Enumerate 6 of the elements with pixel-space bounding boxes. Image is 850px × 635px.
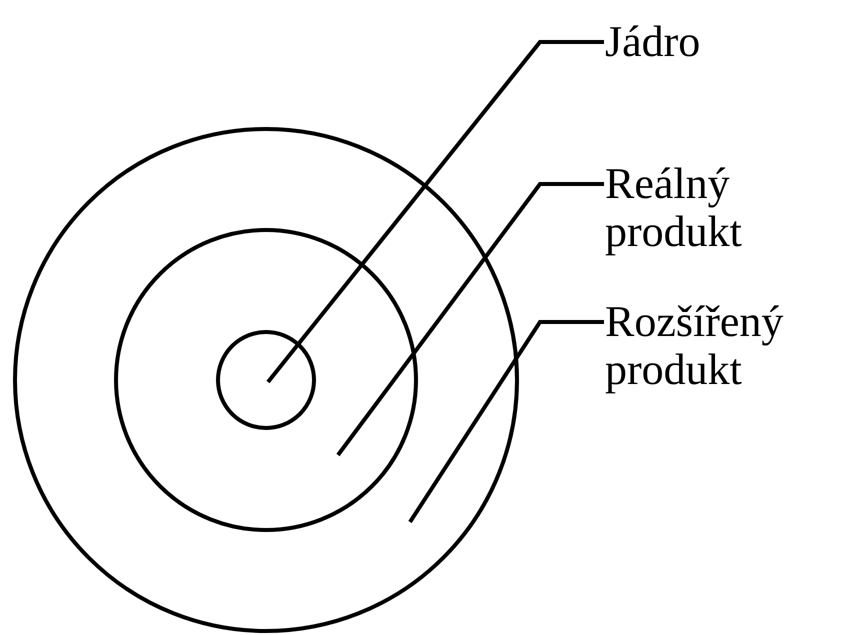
leader-label: Rozšířený produkt — [605, 298, 850, 394]
leader-line — [336, 182, 604, 456]
leader-label: Jádro — [605, 18, 700, 66]
leader-line — [408, 320, 604, 524]
leader-label: Reálný produkt — [605, 160, 845, 256]
leader-line — [266, 40, 604, 384]
